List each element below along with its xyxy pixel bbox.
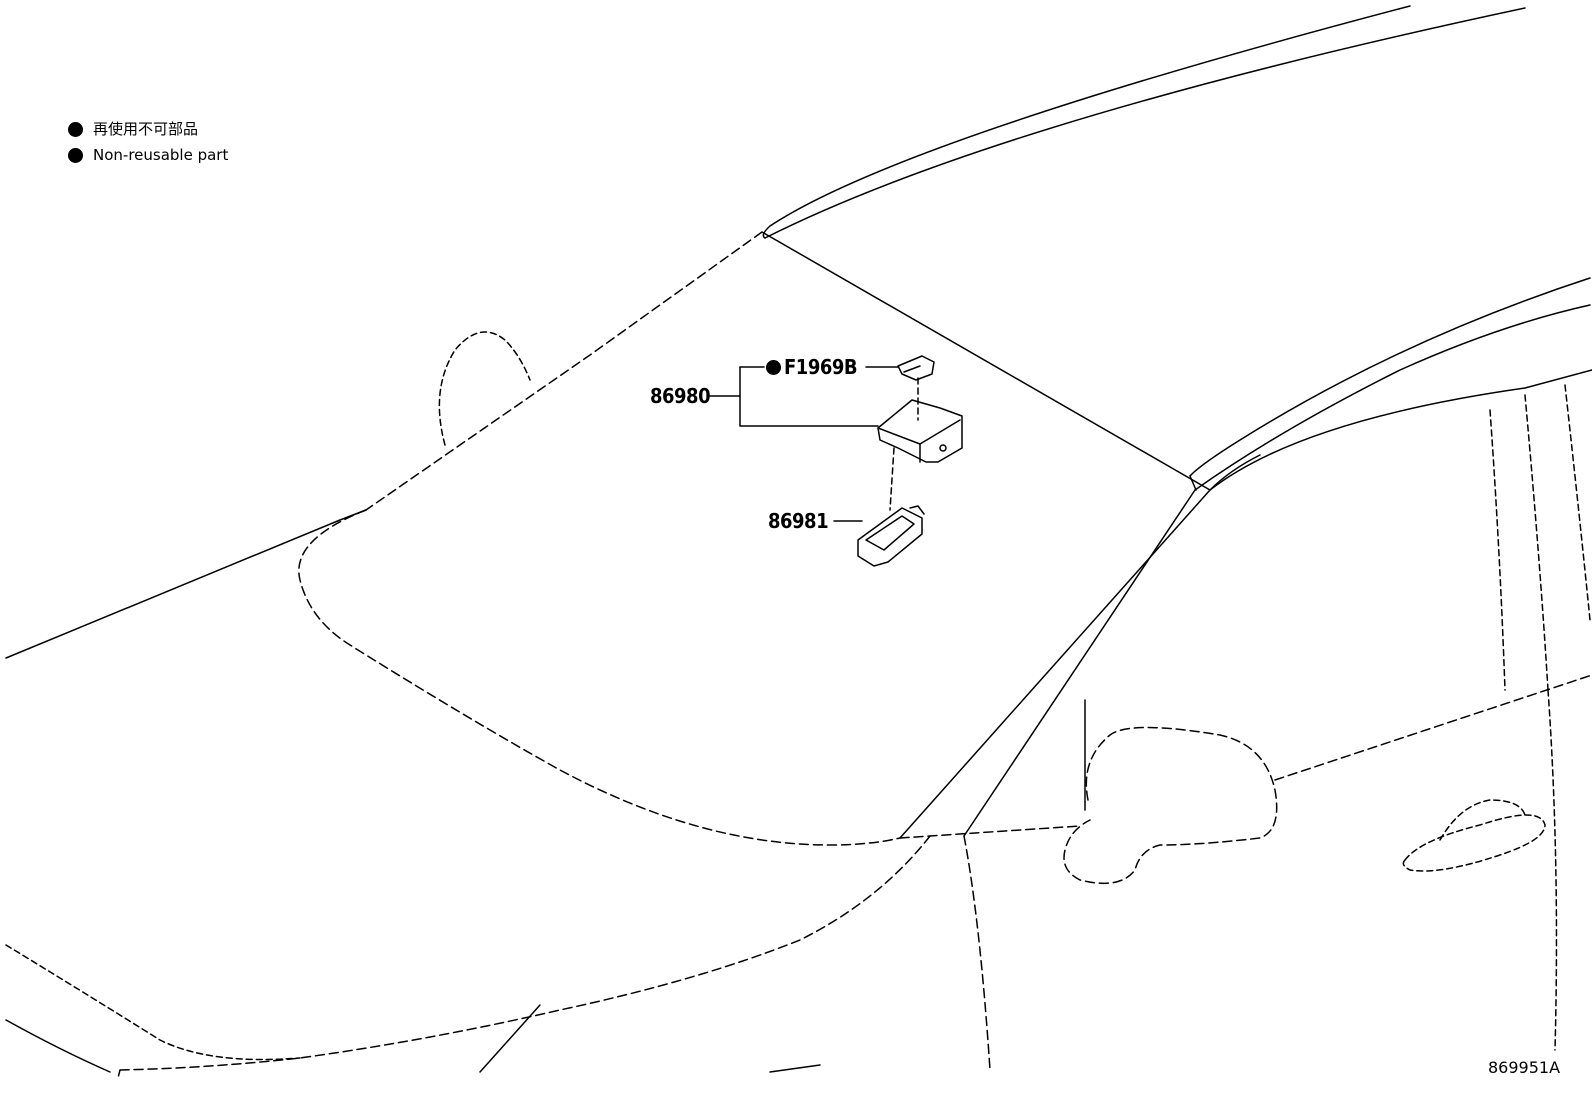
a-pillar xyxy=(963,489,1196,837)
fender-line xyxy=(963,835,991,1071)
door-frame xyxy=(1209,369,1592,491)
fender-line xyxy=(117,1069,121,1079)
bracket-hole xyxy=(939,444,947,452)
callout-86981: 86981 xyxy=(768,509,829,533)
legend-text: 再使用不可部品 xyxy=(93,120,199,138)
mirror-outline xyxy=(438,331,531,446)
door-beltline xyxy=(1274,674,1592,781)
roof-outline xyxy=(769,5,1411,227)
reference-code: 869951A xyxy=(1488,1058,1561,1077)
side-mirror-outline xyxy=(1063,726,1278,885)
fender-line xyxy=(5,944,301,1061)
legend-item-english: Non-reusable part xyxy=(68,146,228,164)
filled-circle-icon xyxy=(68,121,83,137)
fender-line xyxy=(119,835,931,1071)
cover-part xyxy=(865,515,915,551)
assembly-dash xyxy=(889,447,895,511)
callout-f1969b-text: F1969B xyxy=(784,355,858,379)
bracket-part xyxy=(877,419,961,445)
door-frame xyxy=(1547,689,1558,1051)
windshield-outline xyxy=(761,231,1211,491)
fender-line xyxy=(479,1004,541,1073)
a-pillar xyxy=(899,489,1211,839)
fender-line xyxy=(5,1019,111,1073)
door-handle xyxy=(1402,814,1546,872)
cover-part xyxy=(909,505,925,515)
cover-part xyxy=(857,507,923,567)
windshield-outline xyxy=(365,231,763,511)
door-handle xyxy=(1439,799,1526,841)
legend-text: Non-reusable part xyxy=(93,146,229,164)
door-frame xyxy=(1489,409,1506,691)
a-pillar xyxy=(1189,475,1197,491)
sticker-part xyxy=(903,365,921,373)
sticker-part xyxy=(897,355,935,381)
a-pillar xyxy=(1194,304,1591,491)
roof-outline xyxy=(764,7,1526,239)
filled-circle-icon xyxy=(68,147,83,163)
hood-line xyxy=(5,509,367,659)
callout-86980: 86980 xyxy=(650,384,711,408)
callout-f1969b: F1969B xyxy=(766,355,858,379)
non-reusable-icon xyxy=(766,360,781,375)
a-pillar xyxy=(1189,277,1591,477)
door-frame xyxy=(1564,384,1591,621)
fender-line xyxy=(769,1064,821,1073)
cowl-line xyxy=(899,825,1081,839)
bracket-part xyxy=(877,399,963,463)
leader-bracket xyxy=(739,366,879,427)
door-frame xyxy=(1524,394,1549,691)
windshield-outline xyxy=(298,509,901,846)
legend-item-japanese: 再使用不可部品 xyxy=(68,120,198,138)
